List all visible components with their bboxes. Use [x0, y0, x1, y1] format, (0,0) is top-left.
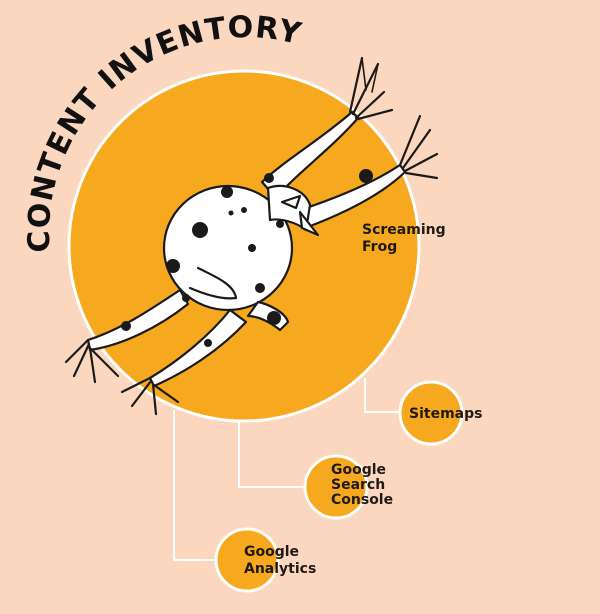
source-circle-google-analytics [216, 529, 278, 591]
source-label-google-analytics: Google Analytics [244, 544, 316, 577]
source-label-sitemaps: Sitemaps [409, 406, 482, 422]
connector-google-search-console [239, 422, 305, 487]
connector-google-analytics [174, 410, 216, 560]
connector-sitemaps [365, 378, 400, 412]
source-label-google-search-console: Google Search Console [331, 462, 393, 508]
